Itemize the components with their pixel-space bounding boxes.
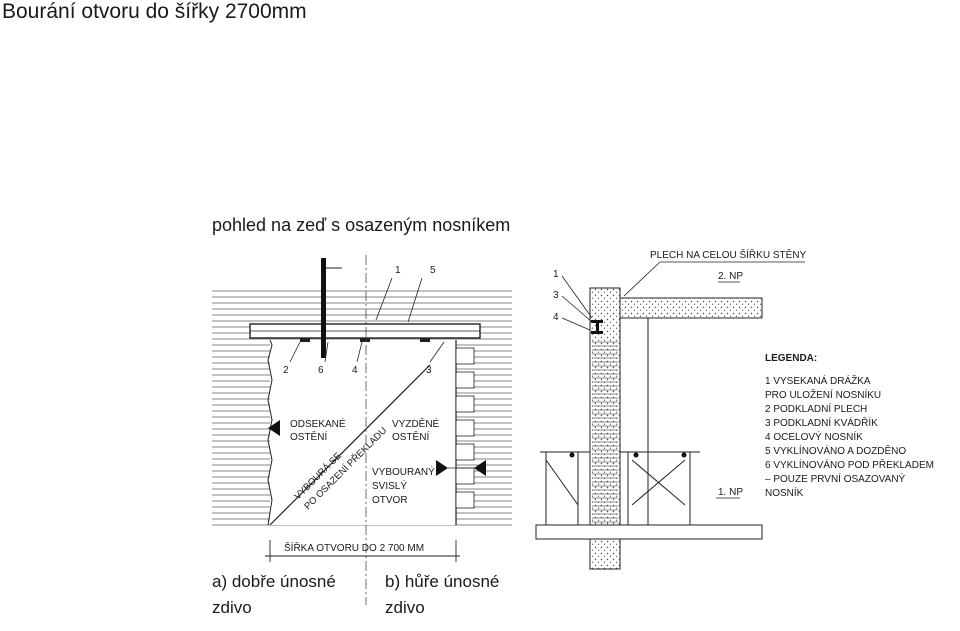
legend-line: 5 VYKLÍNOVÁNO A DOZDĚNO [765,444,906,457]
width-dimension-label: ŠÍŘKA OTVORU DO 2 700 MM [284,541,424,554]
legend-line: – POUZE PRVNÍ OSAZOVANÝ [765,472,906,485]
odsekane-label: ODSEKANÉ [290,417,346,430]
caption-a: a) dobře únosné [212,572,336,591]
i-beam [591,320,603,334]
wall-elevation [212,255,512,605]
label-2: 2 [283,365,289,376]
caption-a-2: zdivo [212,598,252,617]
legend-line: 3 PODKLADNÍ KVÁDŘÍK [765,416,878,429]
wall-section [535,261,805,570]
legend-line: 2 PODKLADNÍ PLECH [765,402,867,415]
legend-line: 1 VYSEKANÁ DRÁŽKA [765,374,871,387]
diagram-heading: pohled na zeď s osazeným nosníkem [212,215,511,235]
arrow-left-icon [268,420,280,436]
section-label-4: 4 [553,312,559,323]
np2-label: 2. NP [718,271,743,282]
label-6: 6 [318,365,324,376]
label-3: 3 [426,365,432,376]
arrow-right-icon [436,460,448,476]
vyzdene-label-2: OSTĚNÍ [392,430,429,443]
plech-label: PLECH NA CELOU ŠÍŘKU STĚNY [650,248,806,261]
page-title: Bourání otvoru do šířky 2700mm [2,0,307,23]
temporary-support [540,451,700,525]
section-label-1: 1 [553,269,559,280]
arrow-right-icon [474,460,486,476]
np1-label: 1. NP [718,487,743,498]
vertical-post [321,258,326,358]
brick-jamb [455,347,475,509]
legend-line: 4 OCELOVÝ NOSNÍK [765,430,863,443]
odsekane-label-2: OSTĚNÍ [290,430,327,443]
vybourany-label: VYBOURANÝ [372,465,435,478]
legend-title: LEGENDA: [765,353,817,364]
legend-line: NOSNÍK [765,486,804,499]
label-1: 1 [395,265,401,276]
caption-b-2: zdivo [385,598,425,617]
vybourany-label-3: OTVOR [372,495,408,506]
section-label-3: 3 [553,290,559,301]
legend: LEGENDA: 1 VYSEKANÁ DRÁŽKA PRO ULOŽENÍ N… [765,353,934,499]
label-4: 4 [352,365,358,376]
legend-line: PRO ULOŽENÍ NOSNÍKU [765,388,881,401]
caption-b: b) hůře únosné [385,572,499,591]
vyzdene-label: VYZDĚNÉ [392,417,440,430]
vybourany-label-2: SVISLÝ [372,479,407,492]
label-5: 5 [430,265,436,276]
legend-line: 6 VYKLÍNOVÁNO POD PŘEKLADEM [765,458,934,471]
